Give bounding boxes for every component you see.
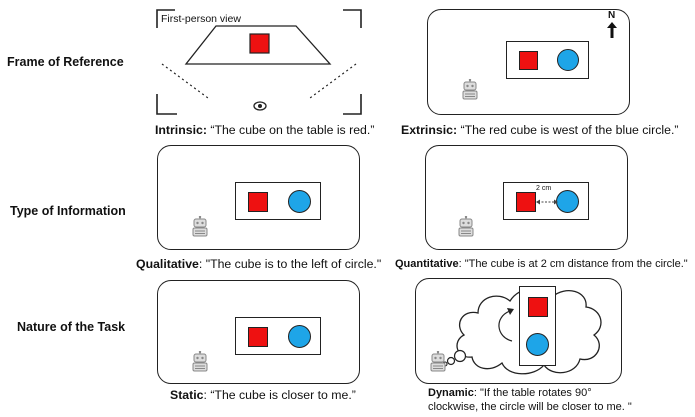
compass-label: N xyxy=(608,10,616,21)
quantitative-quote: : "The cube is at 2 cm distance from the… xyxy=(458,258,688,270)
table-box: 2 cm xyxy=(503,182,589,220)
extrinsic-caption: Extrinsic: “The red cube is west of the … xyxy=(401,123,679,137)
intrinsic-panel: First-person view xyxy=(150,8,370,118)
intrinsic-quote: “The cube on the table is red.” xyxy=(210,123,375,137)
red-cube xyxy=(248,327,268,347)
table-box xyxy=(506,41,589,79)
robot-icon xyxy=(192,216,208,237)
red-cube xyxy=(516,192,536,212)
north-arrow-icon xyxy=(607,22,617,38)
red-cube xyxy=(528,297,548,317)
dynamic-panel xyxy=(415,278,622,384)
robot-icon xyxy=(430,351,446,372)
row-label-frame-of-reference: Frame of Reference xyxy=(7,55,124,69)
dynamic-caption-line1: Dynamic: "If the table rotates 90° xyxy=(428,387,592,399)
extrinsic-quote: “The red cube is west of the blue circle… xyxy=(460,123,679,137)
robot-icon xyxy=(192,351,208,372)
rotated-table-box xyxy=(519,286,556,366)
static-panel xyxy=(157,280,360,384)
qualitative-term: Qualitative xyxy=(136,257,199,271)
eye-icon xyxy=(253,101,267,111)
quantitative-panel: 2 cm xyxy=(425,145,628,250)
extrinsic-term: Extrinsic: xyxy=(401,123,458,137)
intrinsic-caption: Intrinsic: “The cube on the table is red… xyxy=(155,123,374,137)
quantitative-term: Quantitative xyxy=(395,258,459,270)
qualitative-caption: Qualitative: "The cube is to the left of… xyxy=(136,257,381,271)
qualitative-quote: : "The cube is to the left of circle." xyxy=(198,257,382,271)
red-cube xyxy=(248,192,268,212)
dynamic-term: Dynamic xyxy=(428,387,474,399)
qualitative-panel xyxy=(157,145,360,250)
blue-circle xyxy=(288,325,311,348)
row-label-nature-of-task: Nature of the Task xyxy=(17,320,126,334)
red-cube xyxy=(249,33,270,54)
dynamic-quote-line2: clockwise, the circle will be closer to … xyxy=(428,401,632,413)
blue-circle xyxy=(288,190,311,213)
first-person-view-label: First-person view xyxy=(161,13,241,25)
robot-icon xyxy=(462,79,478,100)
quantitative-caption: Quantitative: "The cube is at 2 cm dista… xyxy=(395,258,688,270)
static-term: Static xyxy=(170,388,204,402)
dynamic-caption-line2: clockwise, the circle will be closer to … xyxy=(428,401,632,413)
table-box xyxy=(235,182,321,220)
first-person-view-frame xyxy=(156,9,362,115)
row-label-type-of-information: Type of Information xyxy=(10,204,126,218)
blue-circle xyxy=(557,49,579,71)
static-quote: : “The cube is closer to me.” xyxy=(203,388,356,402)
robot-icon xyxy=(458,216,474,237)
table-box xyxy=(235,317,321,355)
distance-arrow xyxy=(536,199,558,205)
red-cube xyxy=(519,51,538,70)
extrinsic-panel: N xyxy=(427,9,630,115)
intrinsic-term: Intrinsic: xyxy=(155,123,207,137)
dynamic-quote-line1: : "If the table rotates 90° xyxy=(473,387,592,399)
blue-circle xyxy=(526,333,549,356)
static-caption: Static: “The cube is closer to me.” xyxy=(170,388,356,402)
blue-circle xyxy=(556,190,579,213)
distance-label: 2 cm xyxy=(536,185,552,192)
